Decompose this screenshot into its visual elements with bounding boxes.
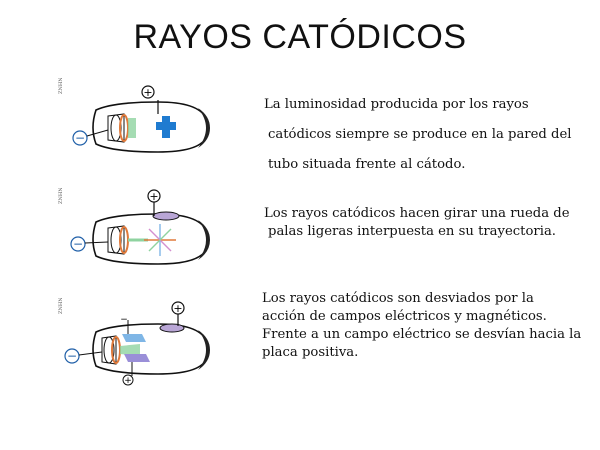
cathode-terminal: [64, 348, 80, 364]
cross-target: [156, 116, 176, 138]
anode-terminal: [147, 189, 161, 203]
cathode-sign: −: [75, 131, 85, 145]
anode-sign: +: [149, 190, 158, 203]
ray-glow: [128, 118, 136, 138]
deflection-plate-top: [122, 334, 146, 342]
tube-tiny-label: ZNHN: [58, 298, 64, 314]
description-glow: La luminosidad producida por los rayos c…: [264, 90, 572, 180]
cathode-terminal: [70, 236, 86, 252]
tube-end-cap: [198, 330, 210, 370]
cathode-sign: −: [67, 349, 77, 363]
plate-negative-sign: −: [120, 315, 128, 325]
cathode-sign: −: [73, 237, 83, 251]
cathode-wire: [86, 129, 109, 137]
description-line: La luminosidad producida por los rayos: [264, 97, 529, 112]
description-line: Frente a un campo eléctrico se desvían h…: [262, 327, 582, 342]
paddle-wheel: [144, 224, 176, 256]
ray-beam: [120, 344, 140, 356]
cathode-wire: [78, 351, 103, 356]
tube-end-cap: [198, 220, 210, 260]
deflection-plate-bottom: [124, 354, 150, 362]
description-deflection: Los rayos catódicos son desviados por la…: [262, 290, 581, 362]
cathode-terminal: [72, 130, 88, 146]
anode-terminal: [141, 85, 155, 99]
description-line: catódicos siempre se produce en la pared…: [268, 127, 572, 142]
anode-plate: [152, 211, 180, 221]
anode-sign: +: [173, 302, 182, 315]
tube-tiny-label: ZNHN: [58, 188, 64, 204]
cathode-tube-glow-diagram: ZNHN + −: [58, 78, 210, 153]
cathode-disc: [103, 336, 115, 364]
cathode-tube-deflection-diagram: ZNHN − + + −: [58, 298, 210, 386]
plate-terminal-bottom: [122, 374, 134, 386]
description-line: acción de campos eléctricos y magnéticos…: [262, 309, 547, 324]
page-title: RAYOS CATÓDICOS: [133, 18, 467, 56]
description-line: palas ligeras interpuesta en su trayecto…: [268, 224, 556, 239]
anode-plate: [159, 323, 185, 333]
cathode-wire: [84, 241, 109, 244]
description-paddle-wheel: Los rayos catódicos hacen girar una rued…: [264, 205, 570, 241]
description-line: placa positiva.: [262, 345, 359, 360]
plate-positive-sign: +: [124, 376, 132, 386]
tube-tiny-label: ZNHN: [58, 78, 64, 94]
description-line: Los rayos catódicos hacen girar una rued…: [264, 206, 570, 221]
description-line: Los rayos catódicos son desviados por la: [262, 291, 534, 306]
tube-end-cap: [198, 108, 210, 148]
description-line: tubo situada frente al cátodo.: [268, 157, 466, 172]
anode-sign: +: [143, 86, 152, 99]
cathode-tube-paddle-wheel-diagram: ZNHN + −: [58, 188, 210, 265]
anode-terminal: [171, 301, 185, 315]
